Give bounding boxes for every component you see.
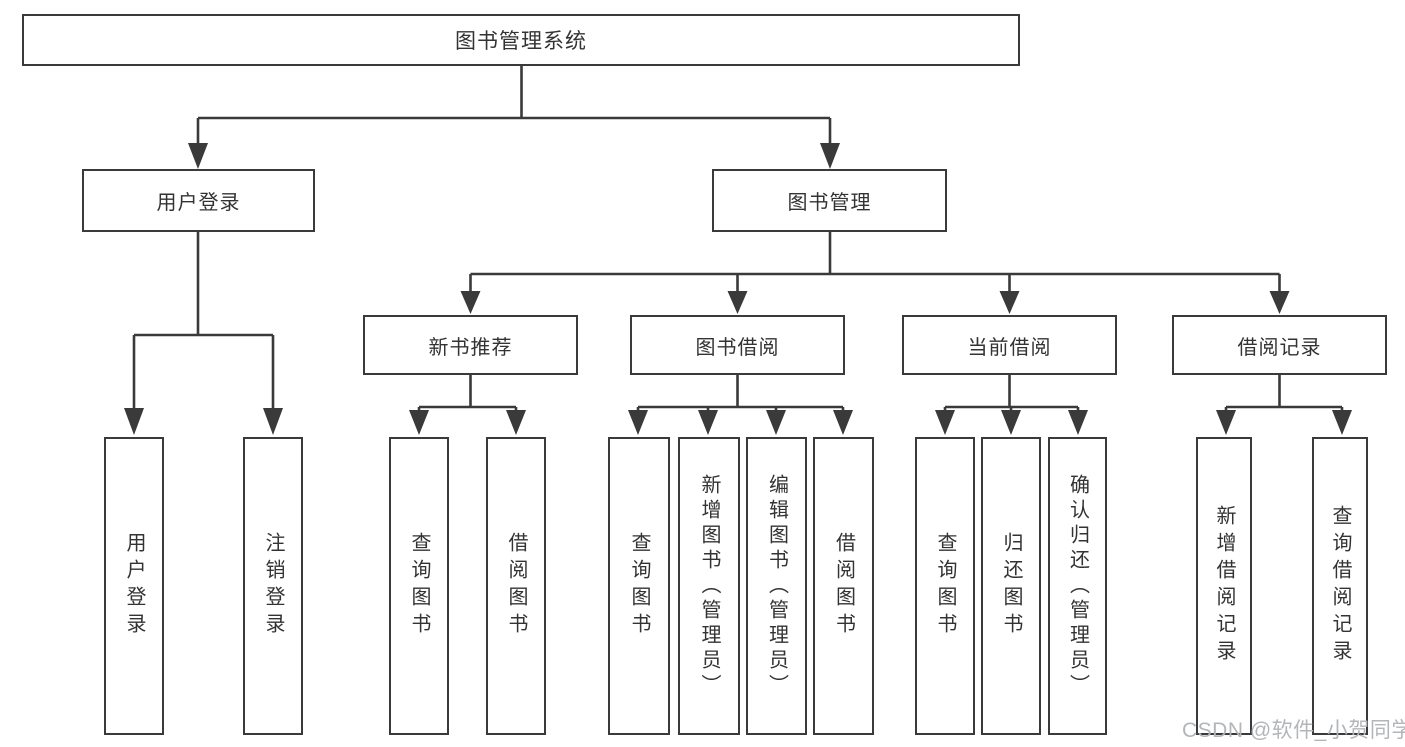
node-new-book-recommendation: 新书推荐 bbox=[363, 315, 578, 375]
node-current-borrowing: 当前借阅 bbox=[902, 315, 1117, 375]
leaf-query-books-borrowing-label: 查询图书 bbox=[628, 532, 650, 640]
leaf-edit-books-admin-label: 编辑图书（管理员） bbox=[765, 473, 788, 699]
node-user-login: 用户登录 bbox=[82, 169, 315, 232]
leaf-add-borrowing-record: 新增借阅记录 bbox=[1196, 437, 1252, 735]
leaf-user-login: 用户登录 bbox=[104, 437, 164, 735]
root-node-library-management-system: 图书管理系统 bbox=[22, 14, 1020, 66]
node-borrowing-records-label: 借阅记录 bbox=[1237, 336, 1322, 359]
leaf-confirm-return-admin: 确认归还（管理员） bbox=[1048, 437, 1107, 735]
leaf-edit-books-admin: 编辑图书（管理员） bbox=[746, 437, 807, 735]
leaf-query-books-current: 查询图书 bbox=[915, 437, 975, 735]
leaf-user-login-label: 用户登录 bbox=[123, 532, 145, 640]
leaf-add-books-admin: 新增图书（管理员） bbox=[678, 437, 740, 735]
leaf-add-books-admin-label: 新增图书（管理员） bbox=[698, 473, 720, 699]
leaf-borrow-books: 借阅图书 bbox=[813, 437, 874, 735]
leaf-return-books: 归还图书 bbox=[981, 437, 1041, 735]
leaf-borrow-books-recommendation: 借阅图书 bbox=[486, 437, 546, 735]
node-borrowing-records: 借阅记录 bbox=[1172, 315, 1387, 375]
leaf-borrow-books-label: 借阅图书 bbox=[832, 532, 855, 640]
leaf-logout-label: 注销登录 bbox=[262, 532, 284, 640]
leaf-query-books-recommendation-label: 查询图书 bbox=[408, 532, 430, 640]
leaf-query-books-current-label: 查询图书 bbox=[934, 532, 956, 640]
root-node-label: 图书管理系统 bbox=[455, 30, 587, 53]
leaf-confirm-return-admin-label: 确认归还（管理员） bbox=[1066, 473, 1089, 699]
leaf-return-books-label: 归还图书 bbox=[1000, 532, 1022, 640]
leaf-add-borrowing-record-label: 新增借阅记录 bbox=[1213, 505, 1235, 667]
leaf-query-books-recommendation: 查询图书 bbox=[389, 437, 449, 735]
leaf-logout: 注销登录 bbox=[243, 437, 303, 735]
node-user-login-label: 用户登录 bbox=[156, 192, 241, 214]
node-book-borrowing-label: 图书借阅 bbox=[695, 336, 780, 359]
node-book-borrowing: 图书借阅 bbox=[630, 315, 845, 375]
node-book-management: 图书管理 bbox=[712, 169, 947, 232]
leaf-query-borrowing-record-label: 查询借阅记录 bbox=[1329, 505, 1351, 667]
leaf-borrow-books-recommendation-label: 借阅图书 bbox=[505, 532, 527, 640]
node-book-management-label: 图书管理 bbox=[787, 192, 872, 214]
node-new-book-recommendation-label: 新书推荐 bbox=[428, 336, 513, 359]
leaf-query-books-borrowing: 查询图书 bbox=[608, 437, 670, 735]
node-current-borrowing-label: 当前借阅 bbox=[967, 336, 1052, 359]
leaf-query-borrowing-record: 查询借阅记录 bbox=[1312, 437, 1368, 735]
